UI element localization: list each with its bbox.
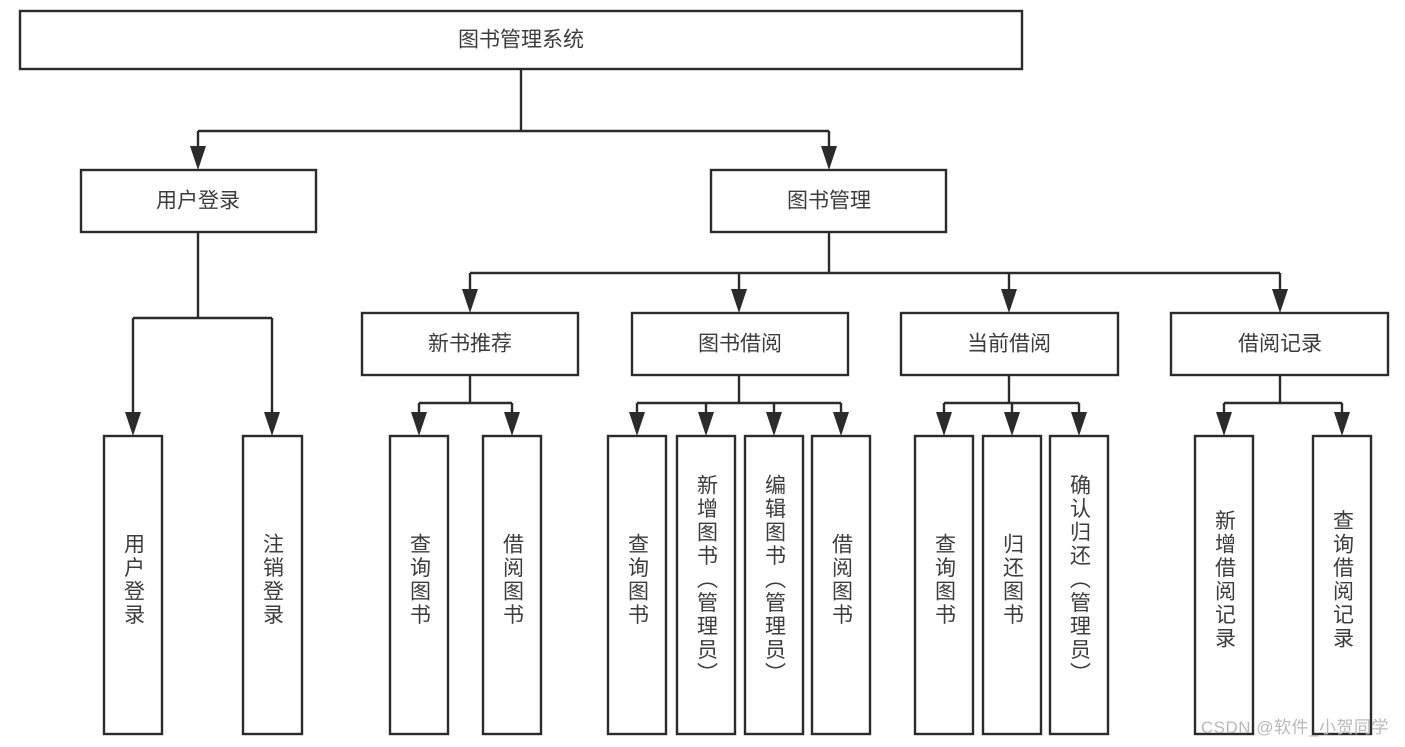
leaf-node-add-record[interactable]: 新增借阅记录 <box>1193 434 1255 736</box>
arrowhead-leaf-borrow-book-2 <box>833 412 849 436</box>
leaf-node-return-book-label: 归还图书 <box>1001 533 1025 627</box>
connector-group-new-book-recommend-to-leaves <box>411 375 520 436</box>
leaf-node-edit-book-label: 编辑图书（管理员） <box>763 474 787 686</box>
leaf-node-return-book-box[interactable] <box>981 434 1043 736</box>
arrowhead-book-borrow <box>731 289 747 313</box>
node-root-system[interactable]: 图书管理系统 <box>18 9 1024 71</box>
node-borrow-record-box[interactable] <box>1169 311 1390 377</box>
arrowhead-borrow-record <box>1272 289 1288 313</box>
leaf-node-logout-login-box[interactable] <box>241 434 304 736</box>
leaf-node-query-record[interactable]: 查询借阅记录 <box>1311 434 1373 736</box>
node-new-book-recommend-label: 新书推荐 <box>428 333 512 356</box>
leaf-node-add-book-label: 新增图书（管理员） <box>695 474 719 686</box>
leaf-node-query-book-3-label: 查询图书 <box>933 533 957 627</box>
arrowhead-current-borrow <box>1001 289 1017 313</box>
leaf-node-logout-login-label: 注销登录 <box>261 533 285 627</box>
leaf-node-borrow-book-1-box[interactable] <box>481 434 543 736</box>
leaf-node-return-book[interactable]: 归还图书 <box>981 434 1043 736</box>
leaf-node-edit-book-box[interactable] <box>743 434 805 736</box>
leaf-node-confirm-return-box[interactable] <box>1048 434 1110 736</box>
node-current-borrow-label: 当前借阅 <box>967 333 1051 356</box>
leaf-node-query-book-1-label: 查询图书 <box>408 533 432 627</box>
leaf-node-query-book-3-box[interactable] <box>913 434 975 736</box>
leaf-node-query-book-1[interactable]: 查询图书 <box>388 434 450 736</box>
leaf-node-user-login-box[interactable] <box>102 434 164 736</box>
leaf-node-query-book-1-box[interactable] <box>388 434 450 736</box>
leaf-node-borrow-book-2-label: 借阅图书 <box>830 533 854 627</box>
arrowhead-book-manage <box>821 146 837 170</box>
arrowhead-new-book-recommend <box>462 289 478 313</box>
connector-group-borrow-record-to-leaves <box>1216 375 1350 436</box>
arrowhead-user-login <box>190 146 206 170</box>
arrowhead-leaf-edit-book <box>766 412 782 436</box>
connector-group-root-to-level1 <box>190 69 837 170</box>
arrowhead-leaf-query-book-3 <box>936 412 952 436</box>
node-current-borrow-box[interactable] <box>899 311 1120 377</box>
connector-group-book-borrow-to-leaves <box>629 375 849 436</box>
leaf-node-user-login-label: 用户登录 <box>122 533 146 627</box>
leaf-node-query-book-2-label: 查询图书 <box>626 533 650 627</box>
node-borrow-record-label: 借阅记录 <box>1238 333 1322 356</box>
node-user-login-box[interactable] <box>79 168 318 234</box>
leaf-node-borrow-book-1-label: 借阅图书 <box>501 533 525 627</box>
arrowhead-leaf-query-book-2 <box>629 412 645 436</box>
arrowhead-leaf-return-book <box>1004 412 1020 436</box>
node-book-manage-box[interactable] <box>709 168 948 234</box>
arrowhead-leaf-borrow-book-1 <box>504 412 520 436</box>
leaf-node-query-record-box[interactable] <box>1311 434 1373 736</box>
arrowhead-leaf-confirm-return <box>1071 412 1087 436</box>
leaf-node-query-book-3[interactable]: 查询图书 <box>913 434 975 736</box>
arrowhead-leaf-add-book <box>698 412 714 436</box>
connector-group-user-login-to-leaves <box>125 232 280 436</box>
leaf-node-borrow-book-2[interactable]: 借阅图书 <box>810 434 872 736</box>
node-user-login-label: 用户登录 <box>156 190 240 213</box>
leaf-node-edit-book[interactable]: 编辑图书（管理员） <box>743 434 805 736</box>
arrowhead-leaf-user-login <box>125 412 141 436</box>
arrowhead-leaf-query-book-1 <box>411 412 427 436</box>
arrowhead-leaf-query-record <box>1334 412 1350 436</box>
node-new-book-recommend-box[interactable] <box>360 311 580 377</box>
leaf-node-borrow-book-2-box[interactable] <box>810 434 872 736</box>
leaf-node-query-book-2[interactable]: 查询图书 <box>606 434 668 736</box>
node-book-borrow-box[interactable] <box>630 311 850 377</box>
leaf-node-user-login[interactable]: 用户登录 <box>102 434 164 736</box>
leaf-node-add-record-box[interactable] <box>1193 434 1255 736</box>
node-root-system-box[interactable] <box>18 9 1024 71</box>
leaf-node-add-record-label: 新增借阅记录 <box>1213 510 1237 651</box>
node-user-login[interactable]: 用户登录 <box>79 168 318 234</box>
leaf-node-add-book[interactable]: 新增图书（管理员） <box>675 434 737 736</box>
leaf-node-query-record-label: 查询借阅记录 <box>1331 510 1355 651</box>
node-current-borrow[interactable]: 当前借阅 <box>899 311 1120 377</box>
arrowhead-leaf-logout-login <box>264 412 280 436</box>
leaf-node-confirm-return[interactable]: 确认归还（管理员） <box>1048 434 1110 736</box>
node-book-manage[interactable]: 图书管理 <box>709 168 948 234</box>
node-book-borrow-label: 图书借阅 <box>698 333 782 356</box>
connector-group-current-borrow-to-leaves <box>936 375 1087 436</box>
leaf-node-logout-login[interactable]: 注销登录 <box>241 434 304 736</box>
connector-group-book-manage-to-level2 <box>462 232 1288 313</box>
leaf-node-query-book-2-box[interactable] <box>606 434 668 736</box>
arrowhead-leaf-add-record <box>1216 412 1232 436</box>
leaf-node-confirm-return-label: 确认归还（管理员） <box>1068 474 1092 686</box>
leaf-node-add-book-box[interactable] <box>675 434 737 736</box>
node-borrow-record[interactable]: 借阅记录 <box>1169 311 1390 377</box>
leaf-node-borrow-book-1[interactable]: 借阅图书 <box>481 434 543 736</box>
node-new-book-recommend[interactable]: 新书推荐 <box>360 311 580 377</box>
csdn-watermark: CSDN @软件_小贺同学 <box>1200 718 1389 737</box>
node-root-system-label: 图书管理系统 <box>458 29 584 52</box>
node-book-borrow[interactable]: 图书借阅 <box>630 311 850 377</box>
node-book-manage-label: 图书管理 <box>787 190 871 213</box>
